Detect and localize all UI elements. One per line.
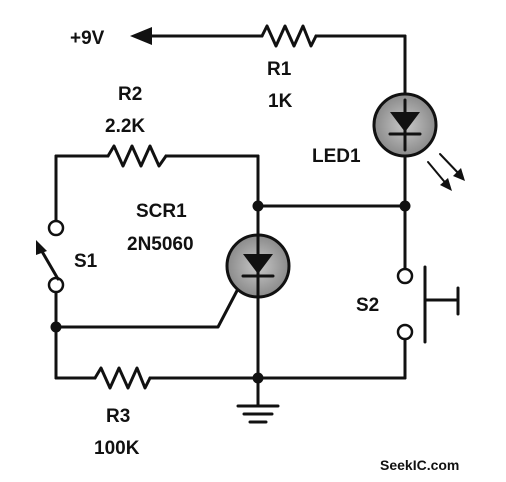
r2-value: 2.2K: [105, 116, 145, 137]
led-name: LED1: [312, 146, 361, 167]
switch-s1-icon: [36, 219, 65, 294]
wires: [54, 34, 407, 407]
scr-name: SCR1: [136, 201, 187, 222]
resistor-r3-icon: [93, 366, 152, 390]
r2-name: R2: [118, 84, 142, 105]
supply-arrow-icon: [130, 27, 152, 45]
scr-icon: [225, 233, 291, 299]
resistor-r2-icon: [106, 144, 168, 168]
resistor-r1-icon: [260, 24, 318, 48]
watermark: SeekIC.com: [380, 457, 459, 473]
s2-name: S2: [356, 295, 379, 316]
r1-value: 1K: [268, 91, 293, 112]
r3-name: R3: [106, 406, 130, 427]
supply-label: +9V: [70, 28, 105, 49]
led-icon: [372, 92, 465, 191]
s1-name: S1: [74, 251, 98, 272]
switch-s2-icon: [396, 265, 460, 344]
junction-dots: [50, 200, 411, 384]
ground-icon: [236, 404, 280, 424]
r3-value: 100K: [94, 438, 140, 459]
r1-name: R1: [267, 59, 292, 80]
scr-part: 2N5060: [127, 234, 194, 255]
